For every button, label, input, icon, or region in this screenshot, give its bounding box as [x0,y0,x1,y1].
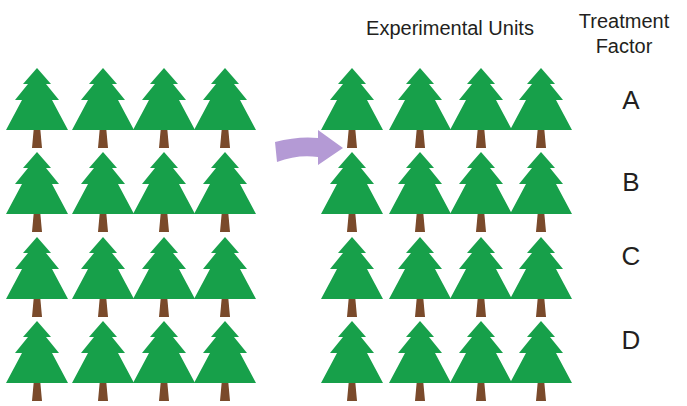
treatment-level: C [611,240,651,273]
tree [6,237,68,317]
tree [72,321,134,401]
tree [6,68,68,148]
tree [72,152,134,232]
tree [133,152,195,232]
tree [194,237,256,317]
tree [389,152,451,232]
tree [450,237,512,317]
treatment-level: B [611,166,651,199]
treatment-level: D [611,324,651,357]
tree [6,152,68,232]
tree [510,237,572,317]
tree [389,237,451,317]
tree [450,152,512,232]
column-heading: Treatment Factor [574,9,674,59]
tree [450,68,512,148]
tree [72,237,134,317]
tree [133,321,195,401]
tree [389,321,451,401]
tree [72,68,134,148]
tree [321,152,383,232]
tree [194,152,256,232]
tree [194,321,256,401]
tree [194,68,256,148]
transition-arrow [275,130,343,165]
column-heading: Experimental Units [335,16,565,41]
tree [510,321,572,401]
tree [510,152,572,232]
tree [450,321,512,401]
tree [389,68,451,148]
tree [321,321,383,401]
treatment-level: A [611,84,651,117]
tree [321,68,383,148]
tree [133,68,195,148]
tree [133,237,195,317]
tree [6,321,68,401]
tree [321,237,383,317]
tree [510,68,572,148]
tree-grid-after [321,68,572,401]
tree-grid-before [6,68,256,401]
